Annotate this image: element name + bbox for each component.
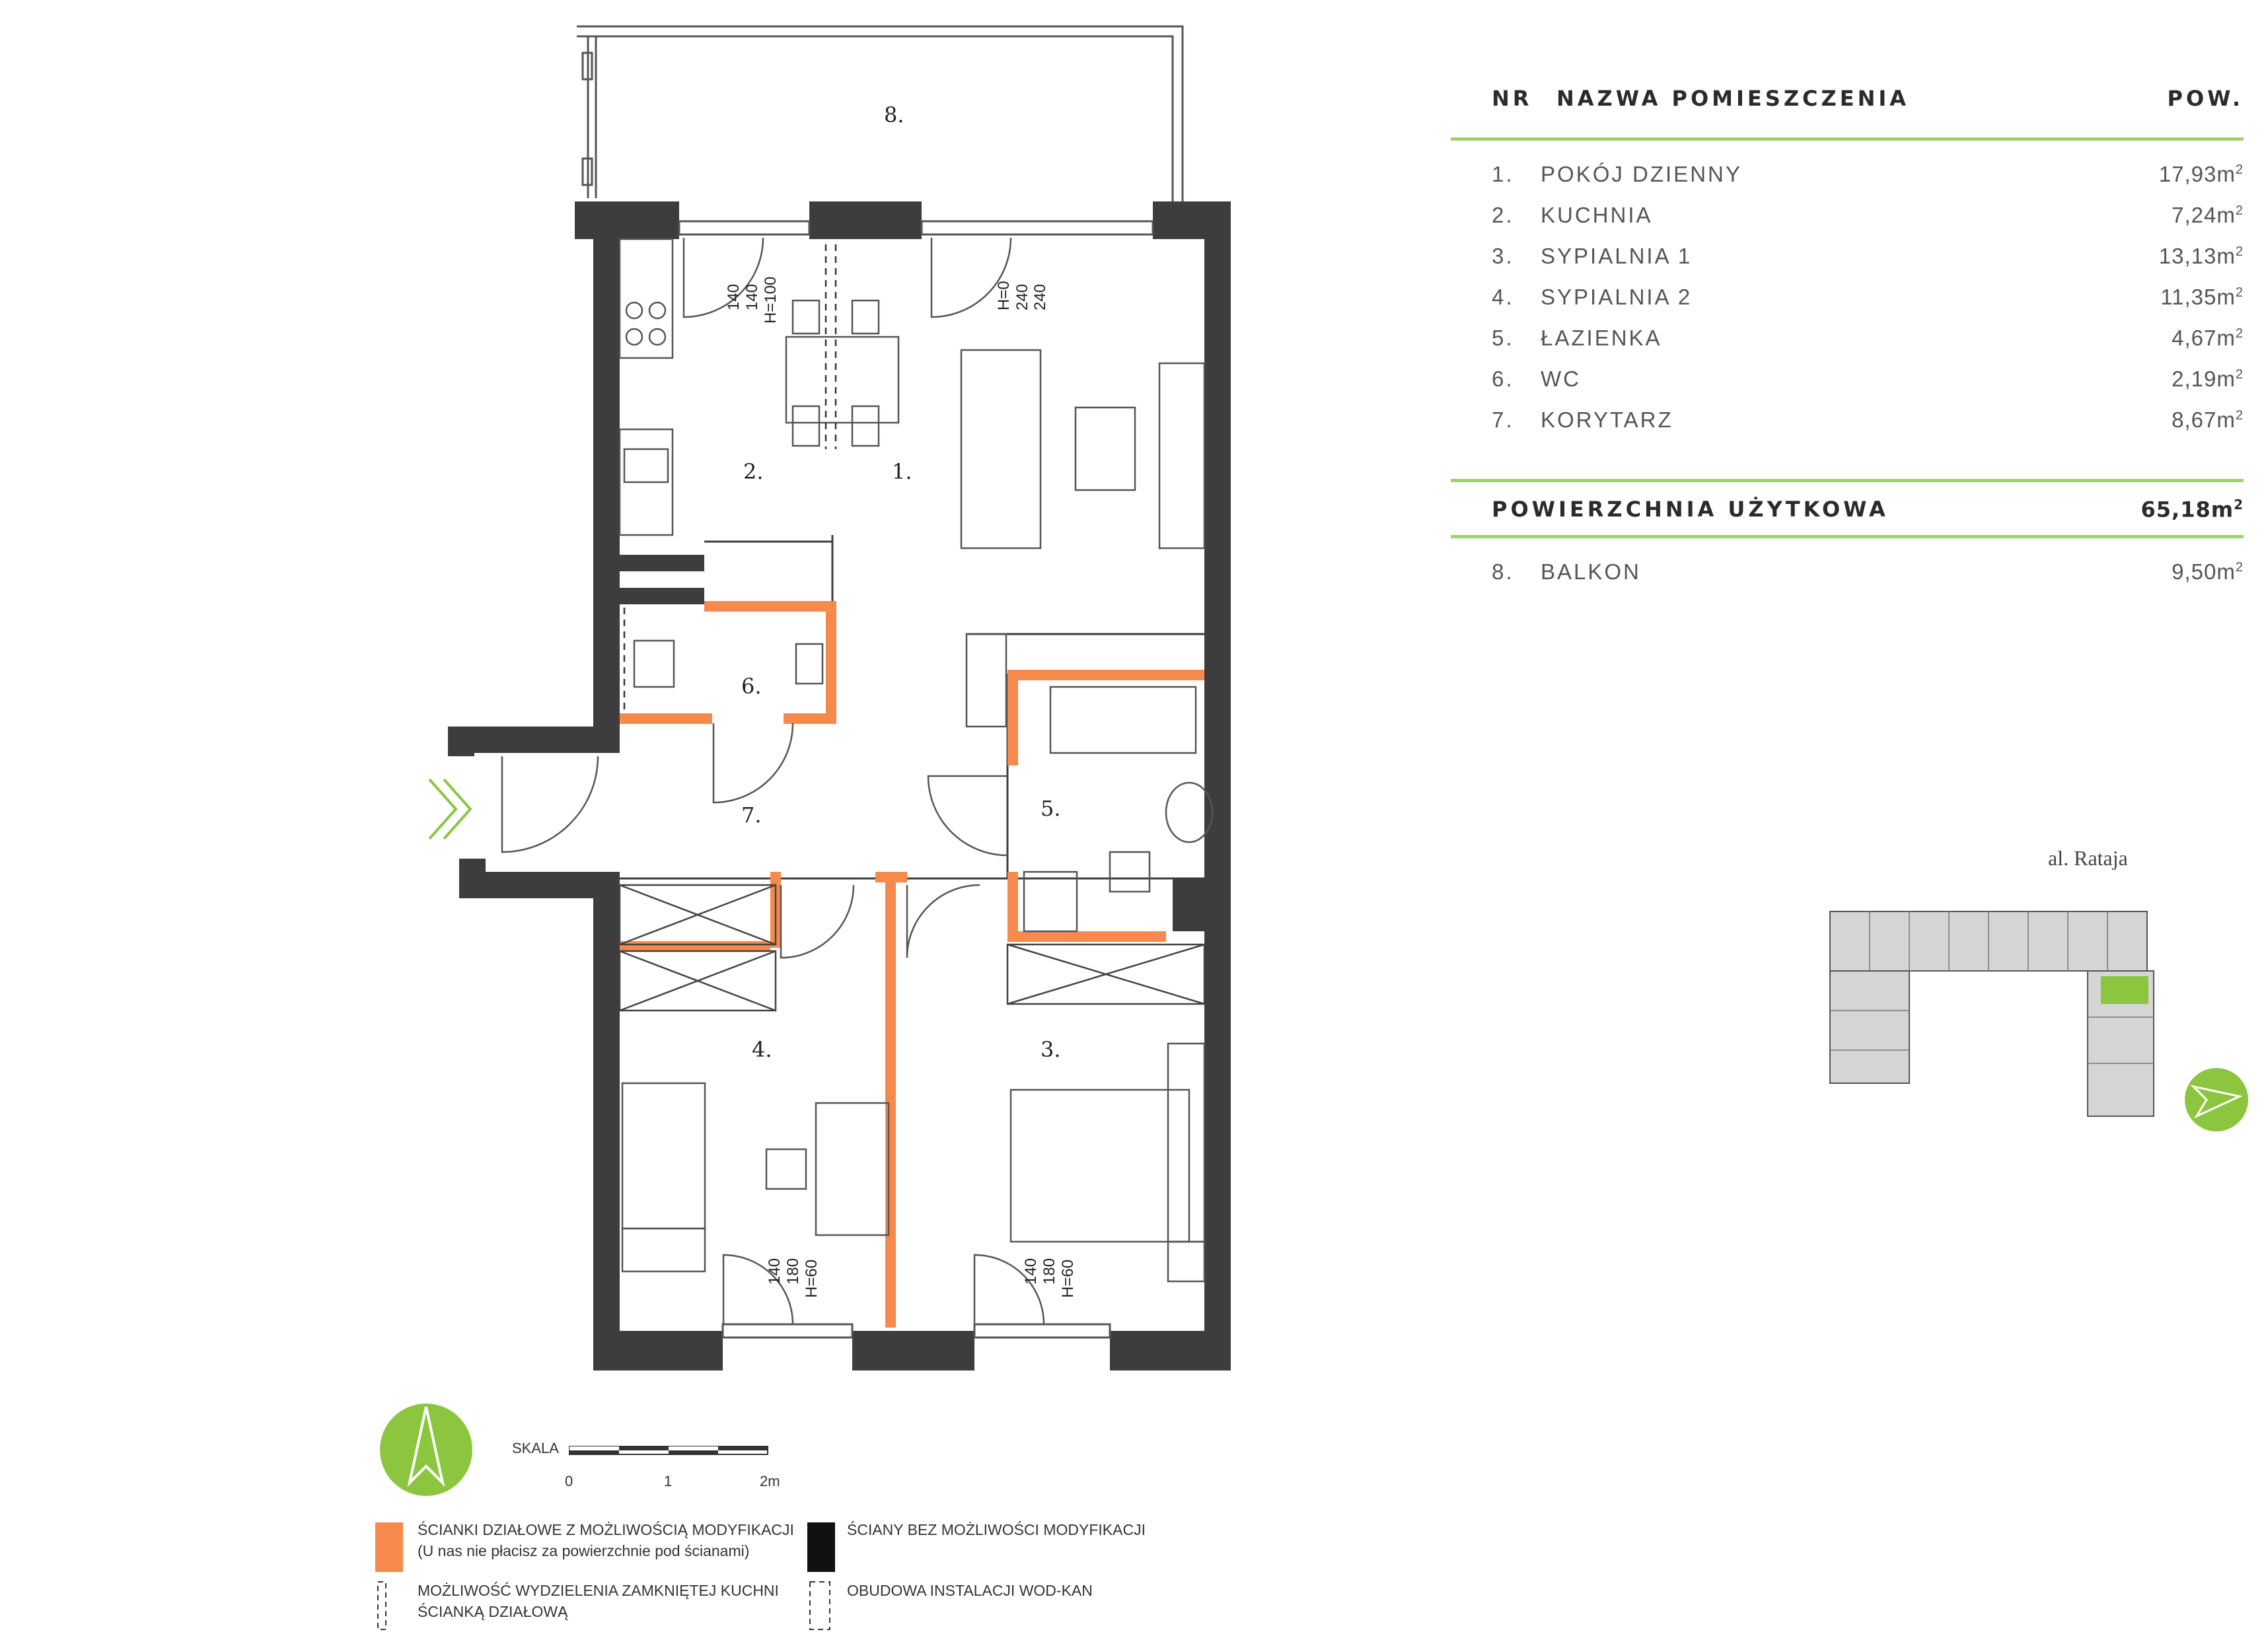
scale-tick-1: 1 — [664, 1473, 672, 1489]
svg-text:H=60: H=60 — [1059, 1260, 1077, 1298]
legend-swatch-modifiable — [375, 1522, 403, 1572]
window-dim-4: 140 180 H=60 — [1022, 1258, 1077, 1298]
room-label-6: 6. — [741, 674, 762, 699]
legend-swatch-installations — [809, 1581, 830, 1630]
direction-arrow-icon — [2185, 1068, 2248, 1131]
row-area: 7,24m2 — [2172, 203, 2244, 227]
header-area: POW. — [2167, 86, 2244, 111]
table-row: 4. SYPIALNIA 2 11,35m2 — [1451, 275, 2244, 316]
scale-tick-0: 0 — [565, 1473, 573, 1489]
row-name: SYPIALNIA 1 — [1541, 244, 1693, 268]
svg-text:180: 180 — [1041, 1258, 1058, 1285]
kitchen-partition-dashed — [623, 244, 837, 713]
legend-installations: OBUDOWA INSTALACJI WOD-KAN — [847, 1582, 1093, 1599]
entrance-arrow-icon — [428, 778, 472, 840]
row-name: ŁAZIENKA — [1541, 326, 1662, 350]
row-name: KORYTARZ — [1541, 408, 1673, 432]
row-nr: 5. — [1492, 326, 1514, 350]
table-row: 6. WC 2,19m2 — [1451, 357, 2244, 398]
total-area-row: POWIERZCHNIA UŻYTKOWA 65,18m2 — [1451, 479, 2244, 538]
legend-swatch-fixed — [807, 1522, 835, 1572]
room-label-4: 4. — [752, 1037, 772, 1062]
doors — [501, 237, 1045, 1325]
room-table: NR NAZWA POMIESZCZENIA POW. 1. POKÓJ DZI… — [1451, 78, 2244, 591]
balcony — [577, 25, 1184, 201]
exterior-walls — [448, 201, 1231, 1371]
row-name: POKÓJ DZIENNY — [1541, 162, 1742, 186]
svg-text:140: 140 — [766, 1258, 784, 1285]
table-header: NR NAZWA POMIESZCZENIA POW. — [1451, 78, 2244, 141]
row-area: 4,67m2 — [2172, 326, 2244, 350]
table-row: 1. POKÓJ DZIENNY 17,93m2 — [1451, 153, 2244, 194]
apartment-location-marker — [2101, 976, 2148, 1004]
svg-text:240: 240 — [1013, 284, 1031, 310]
table-row: 5. ŁAZIENKA 4,67m2 — [1451, 316, 2244, 357]
furniture — [618, 238, 1214, 1283]
scale-label: SKALA — [512, 1440, 559, 1456]
interior-walls — [620, 535, 1204, 880]
total-label: POWIERZCHNIA UŻYTKOWA — [1492, 497, 1889, 522]
floor-plan: 8. 2. 1. 6. 5. 7. 4. 3. 140 140 H=100 24… — [375, 25, 1231, 1630]
balcony-row: 8. BALKON 9,50m2 — [1451, 550, 2244, 591]
wardrobes — [618, 884, 1206, 1012]
window-dim-3: 140 180 H=60 — [766, 1258, 821, 1298]
north-compass-icon — [380, 1404, 472, 1496]
row-name: WC — [1541, 367, 1581, 391]
total-area: 65,18m2 — [2140, 497, 2244, 522]
row-name: BALKON — [1541, 559, 1641, 584]
row-nr: 3. — [1492, 244, 1514, 268]
svg-text:H=100: H=100 — [762, 277, 780, 324]
windows — [678, 220, 1154, 1339]
svg-text:140: 140 — [725, 284, 743, 310]
legend-modifiable-walls: ŚCIANKI DZIAŁOWE Z MOŻLIWOŚCIĄ MODYFIKAC… — [418, 1521, 794, 1559]
room-label-3: 3. — [1041, 1037, 1061, 1062]
room-label-1: 1. — [892, 459, 912, 484]
scale-bar — [569, 1446, 768, 1455]
row-area: 11,35m2 — [2160, 285, 2244, 309]
row-area: 9,50m2 — [2172, 559, 2244, 584]
row-nr: 8. — [1492, 559, 1514, 584]
room-label-8: 8. — [884, 102, 904, 127]
window-dim-2: 240 240 H=0 — [995, 281, 1049, 310]
row-nr: 7. — [1492, 408, 1514, 432]
legend-kitchen-option: MOŻLIWOŚĆ WYDZIELENIA ZAMKNIĘTEJ KUCHNI … — [418, 1582, 779, 1620]
row-name: KUCHNIA — [1541, 203, 1653, 227]
row-area: 13,13m2 — [2158, 244, 2244, 268]
room-label-2: 2. — [743, 459, 764, 484]
svg-text:140: 140 — [743, 284, 761, 310]
row-nr: 2. — [1492, 203, 1514, 227]
table-row: 2. KUCHNIA 7,24m2 — [1451, 194, 2244, 234]
row-area: 2,19m2 — [2172, 367, 2244, 391]
row-area: 17,93m2 — [2158, 162, 2244, 186]
svg-text:140: 140 — [1022, 1258, 1040, 1285]
table-row: 3. SYPIALNIA 1 13,13m2 — [1451, 234, 2244, 275]
svg-text:240: 240 — [1031, 284, 1049, 310]
row-nr: 1. — [1492, 162, 1514, 186]
legend-swatch-kitchen — [377, 1581, 386, 1630]
row-area: 8,67m2 — [2172, 408, 2244, 432]
svg-text:H=0: H=0 — [995, 281, 1013, 310]
window-dim-1: 140 140 H=100 — [725, 277, 780, 324]
svg-text:H=60: H=60 — [803, 1260, 821, 1298]
row-name: SYPIALNIA 2 — [1541, 285, 1693, 309]
header-name: NAZWA POMIESZCZENIA — [1556, 86, 1910, 111]
header-nr: NR — [1492, 86, 1533, 111]
legend-fixed-walls: ŚCIANY BEZ MOŻLIWOŚCI MODYFIKACJI — [847, 1521, 1146, 1538]
row-nr: 6. — [1492, 367, 1514, 391]
street-label: al. Rataja — [2048, 846, 2128, 870]
svg-text:180: 180 — [784, 1258, 802, 1285]
site-plan: al. Rataja — [1829, 846, 2248, 1131]
room-label-5: 5. — [1041, 796, 1061, 821]
row-nr: 4. — [1492, 285, 1514, 309]
table-row: 7. KORYTARZ 8,67m2 — [1451, 398, 2244, 439]
scale-tick-2: 2m — [760, 1473, 780, 1489]
modifiable-walls — [620, 601, 1204, 1328]
room-label-7: 7. — [741, 802, 762, 828]
